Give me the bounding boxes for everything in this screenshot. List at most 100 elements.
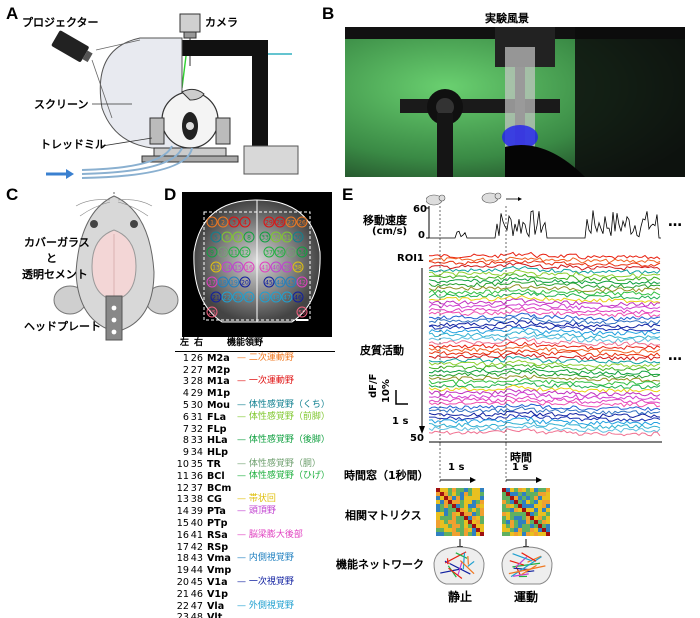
region-abbr: M2p (207, 364, 231, 376)
region-right-number: 39 (190, 506, 203, 518)
region-right-number: 34 (190, 447, 203, 459)
activity-trace (428, 316, 661, 325)
corr-cell (472, 532, 476, 536)
region-name: — 体性感覚野（くち） (237, 399, 330, 410)
corr-cell (546, 500, 550, 504)
corr-cell (464, 528, 468, 532)
activity-ellipsis: … (668, 348, 682, 364)
corr-cell (452, 492, 456, 496)
corr-cell (538, 504, 542, 508)
corr-cell (538, 500, 542, 504)
region-abbr: M2a (207, 352, 230, 364)
corr-cell (542, 492, 546, 496)
region-right-number: 42 (190, 541, 203, 553)
label-coverglass: カバーガラス (24, 236, 90, 249)
scale-bar (394, 390, 408, 406)
corr-cell (452, 528, 456, 532)
running-mouse-icon (481, 192, 522, 204)
corr-cell (522, 496, 526, 500)
corr-cell (530, 500, 534, 504)
region-right-number: 46 (190, 588, 203, 600)
roi-number: 17 (208, 280, 216, 287)
corr-cell (480, 512, 484, 516)
corr-cell (502, 508, 506, 512)
region-abbr: RSa (207, 529, 228, 541)
corr-cell (534, 524, 538, 528)
region-right-number: 38 (190, 494, 203, 506)
activity-trace (428, 337, 661, 347)
activity-trace (428, 420, 661, 430)
corr-cell (452, 496, 456, 500)
activity-trace (429, 413, 661, 422)
roi-number: 31 (283, 235, 291, 242)
corr-cell (472, 488, 476, 492)
corr-cell (468, 528, 472, 532)
activity-trace (429, 251, 661, 260)
region-left-number: 11 (176, 470, 189, 482)
corr-cell (518, 528, 522, 532)
speed-tick-60: 60 (413, 204, 427, 215)
network-edge (521, 552, 537, 562)
corr-cell (480, 492, 484, 496)
roi-marker (285, 246, 297, 258)
region-right-number: 45 (190, 576, 203, 588)
corr-cell (538, 488, 542, 492)
col-right: 右 (193, 338, 203, 348)
activity-trace (428, 273, 661, 282)
roi-marker (296, 246, 308, 258)
roi-marker (232, 261, 244, 273)
corr-cell (464, 512, 468, 516)
activity-label: 皮質活動 (360, 344, 404, 357)
corr-cell (506, 524, 510, 528)
corr-cell (510, 512, 514, 516)
corr-cell (506, 520, 510, 524)
activity-trace (428, 352, 661, 361)
corr-cell (514, 488, 518, 492)
corr-cell (546, 524, 550, 528)
roi-number: 1 (210, 220, 214, 227)
corr-cell (542, 520, 546, 524)
activity-trace (428, 303, 661, 311)
region-left-number: 13 (176, 494, 189, 506)
corr-cell (436, 492, 440, 496)
corr-cell (510, 524, 514, 528)
speed-tick-0: 0 (418, 230, 425, 241)
roi-marker (232, 231, 244, 243)
activity-trace (428, 265, 661, 275)
corr-cell (514, 532, 518, 536)
corr-cell (464, 532, 468, 536)
network-edge (444, 551, 467, 564)
corr-cell (506, 504, 510, 508)
photo-title: 実験風景 (485, 12, 529, 25)
corr-cell (542, 508, 546, 512)
region-right-number: 37 (190, 482, 203, 494)
roi-number: 20 (241, 280, 249, 287)
corr-cell (472, 520, 476, 524)
corr-cell (460, 496, 464, 500)
corr-cell (440, 532, 444, 536)
activity-trace (428, 256, 661, 264)
activity-trace (428, 370, 661, 379)
region-name: — 帯状回 (237, 494, 276, 505)
corr-cell (436, 516, 440, 520)
region-right-number: 31 (190, 411, 203, 423)
activity-trace (428, 410, 661, 419)
corr-cell (476, 532, 480, 536)
corr-cell (530, 504, 534, 508)
roi-marker (296, 216, 308, 228)
corr-cell (538, 532, 542, 536)
region-abbr: HLa (207, 435, 228, 447)
roi-number: 37 (265, 250, 273, 257)
corr-cell (502, 488, 506, 492)
corr-cell (534, 496, 538, 500)
corr-cell (530, 512, 534, 516)
region-abbr: CG (207, 494, 222, 506)
corr-cell (518, 508, 522, 512)
corr-cell (514, 524, 518, 528)
dff-scale-label: 10% (381, 379, 392, 403)
corr-cell (444, 492, 448, 496)
corr-cell (534, 504, 538, 508)
corr-cell (526, 500, 530, 504)
roi-number: 7 (236, 235, 240, 242)
window-1-label: 1 s (448, 462, 465, 473)
